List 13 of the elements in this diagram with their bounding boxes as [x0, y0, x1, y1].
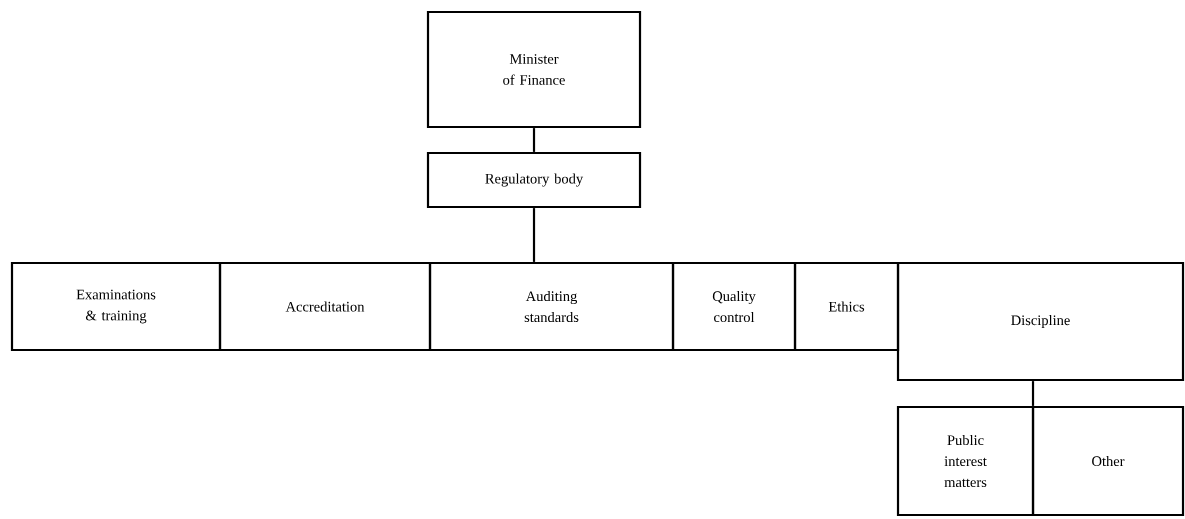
function-cell: Accreditation [218, 261, 432, 352]
connector-line [1031, 381, 1035, 406]
function-cell: Discipline [896, 261, 1185, 382]
function-cell: Quality control [671, 261, 797, 352]
function-cell: Ethics [793, 261, 900, 352]
function-cell: Other [1031, 405, 1185, 517]
connector-line [532, 208, 536, 262]
function-cell: Examinations & training [10, 261, 222, 352]
org-box: Regulatory body [426, 151, 642, 209]
org-box: Minister of Finance [426, 10, 642, 129]
function-cell: Public interest matters [896, 405, 1035, 517]
connector-line [532, 128, 536, 152]
function-cell: Auditing standards [428, 261, 675, 352]
